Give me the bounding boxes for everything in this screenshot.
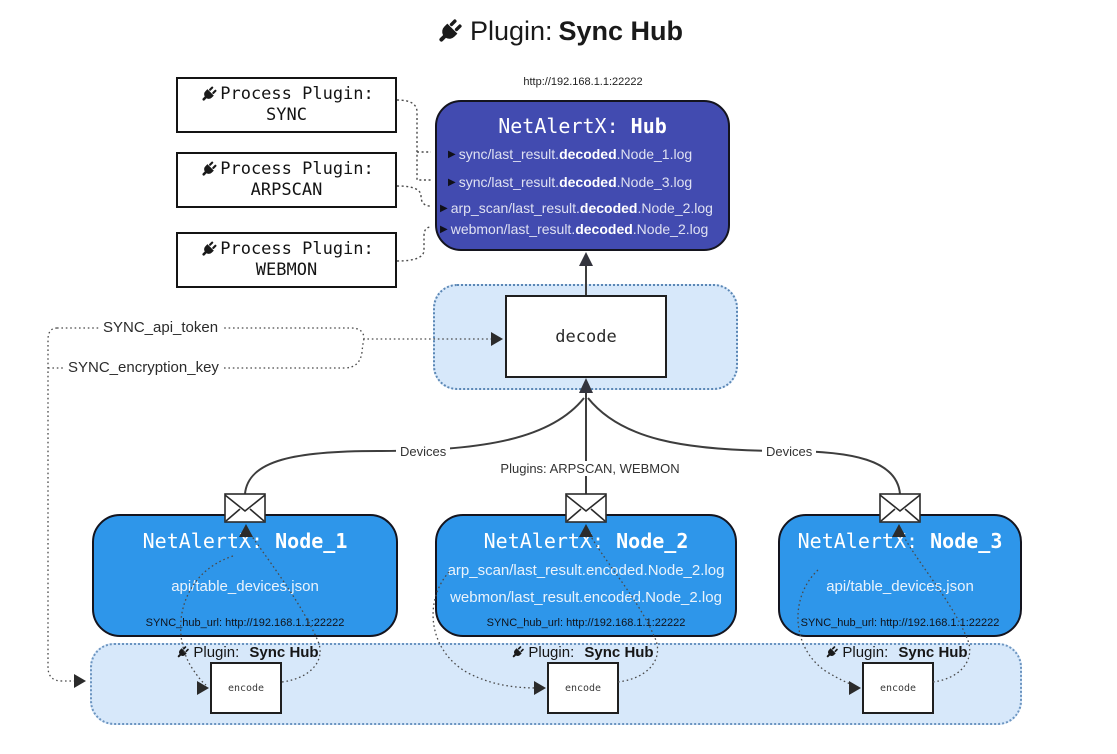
log-arrow-icon: ▶	[448, 148, 456, 160]
node-title: NetAlertX: Node_2	[483, 529, 689, 553]
hub-log-line: ▶ webmon/last_result.decoded.Node_2.log	[440, 221, 709, 237]
plug-icon	[199, 160, 218, 179]
node-file: arp_scan/last_result.encoded.Node_2.log	[447, 562, 725, 579]
process-plugin-box-sync: Process Plugin: SYNC	[176, 77, 397, 133]
plug-icon	[824, 645, 839, 660]
encode-box: encode	[547, 662, 619, 714]
hub-log-line: ▶ arp_scan/last_result.decoded.Node_2.lo…	[440, 200, 713, 216]
hub-title-prefix: NetAlertX:	[498, 114, 619, 138]
plug-icon	[199, 85, 218, 104]
process-plugin-name: ARPSCAN	[250, 180, 323, 200]
hub-log-line: ▶ sync/last_result.decoded.Node_1.log	[448, 146, 693, 162]
log-arrow-icon: ▶	[440, 223, 448, 235]
hub-log-line: ▶ sync/last_result.decoded.Node_3.log	[448, 174, 693, 190]
process-plugin-label: Process Plugin:	[220, 239, 374, 259]
title-prefix: Plugin:	[469, 16, 553, 46]
process-plugin-name: WEBMON	[255, 260, 318, 280]
encode-box: encode	[210, 662, 282, 714]
node-hub-url: SYNC_hub_url: http://192.168.1.1:22222	[486, 617, 686, 629]
process-plugin-label: Process Plugin:	[220, 84, 374, 104]
decode-box: decode	[505, 295, 667, 378]
node-file: webmon/last_result.encoded.Node_2.log	[450, 589, 722, 606]
encode-plugin-label: Plugin: Sync Hub	[147, 644, 347, 661]
log-arrow-icon: ▶	[448, 176, 456, 188]
process-plugin-label: Process Plugin:	[220, 159, 374, 179]
node-box-2: NetAlertX: Node_2 arp_scan/last_result.e…	[435, 514, 737, 637]
plug-icon	[199, 240, 218, 259]
plug-icon	[175, 645, 190, 660]
node-hub-url: SYNC_hub_url: http://192.168.1.1:22222	[800, 617, 1000, 629]
node-file: api/table_devices.json	[826, 578, 974, 595]
node-box-1: NetAlertX: Node_1 api/table_devices.json…	[92, 514, 398, 637]
hub-url-label: http://192.168.1.1:22222	[523, 76, 643, 88]
process-plugin-box-arpscan: Process Plugin: ARPSCAN	[176, 152, 397, 208]
plug-icon	[434, 17, 464, 47]
title-bold: Sync Hub	[558, 16, 684, 46]
encode-box: encode	[862, 662, 934, 714]
hub-title: NetAlertX: Hub	[437, 114, 728, 138]
node-title: NetAlertX: Node_1	[142, 529, 348, 553]
node-title: NetAlertX: Node_3	[797, 529, 1003, 553]
hub-title-bold: Hub	[630, 114, 667, 138]
plug-icon	[510, 645, 525, 660]
page-title: Plugin: Sync Hub	[0, 16, 1117, 47]
node-file: api/table_devices.json	[171, 578, 319, 595]
process-plugin-name: SYNC	[266, 105, 307, 125]
encode-plugin-label: Plugin: Sync Hub	[482, 644, 682, 661]
hub-box: NetAlertX: Hub ▶ sync/last_result.decode…	[435, 100, 730, 251]
node-box-3: NetAlertX: Node_3 api/table_devices.json…	[778, 514, 1022, 637]
encode-plugin-label: Plugin: Sync Hub	[796, 644, 996, 661]
node-hub-url: SYNC_hub_url: http://192.168.1.1:22222	[145, 617, 345, 629]
log-arrow-icon: ▶	[440, 202, 448, 214]
process-plugin-box-webmon: Process Plugin: WEBMON	[176, 232, 397, 288]
